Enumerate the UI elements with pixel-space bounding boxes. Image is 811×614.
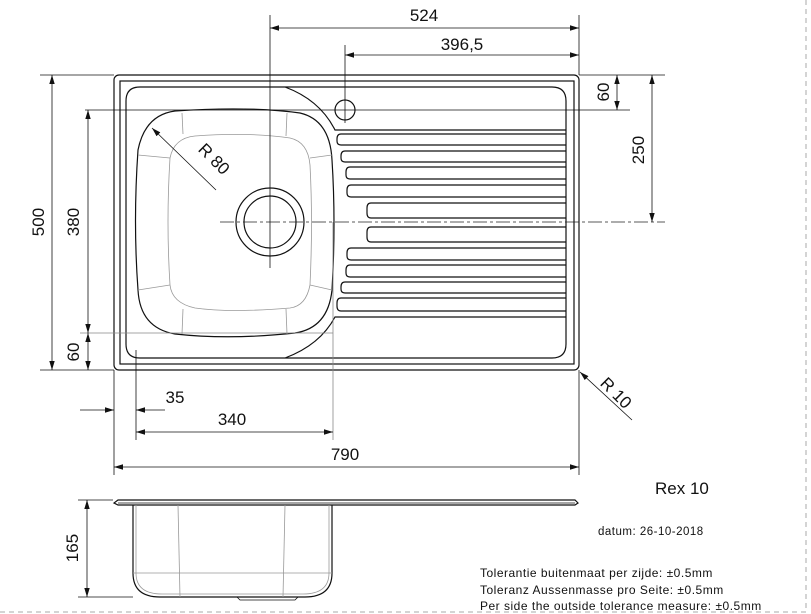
dim-380: 380: [64, 208, 83, 236]
dim-r80: R 80: [194, 140, 233, 179]
date-label: datum: 26-10-2018: [598, 526, 704, 538]
dim-524: 524: [410, 6, 438, 25]
dim-340: 340: [218, 410, 246, 429]
model-title: Rex 10: [655, 479, 709, 498]
bowl-inner: [167, 134, 312, 311]
dim-790: 790: [331, 445, 359, 464]
dim-396-5: 396,5: [441, 35, 484, 54]
dim-500: 500: [29, 208, 48, 236]
dim-60-right: 60: [594, 83, 613, 102]
sink-side-view: [112, 499, 579, 601]
extension-lines: [40, 15, 665, 598]
tolerance-de: Toleranz Aussenmasse pro Seite: ±0.5mm: [480, 583, 724, 597]
dim-250: 250: [629, 136, 648, 164]
dimension-lines: [49, 25, 655, 597]
drainboard-grooves: [336, 133, 566, 312]
dim-35: 35: [166, 388, 185, 407]
sink-top-view: [85, 15, 665, 371]
tolerance-nl: Tolerantie buitenmaat per zijde: ±0.5mm: [480, 566, 713, 580]
tolerance-en: Per side the outside tolerance measure: …: [480, 599, 762, 613]
dim-60-left: 60: [64, 343, 83, 362]
dim-165: 165: [63, 534, 82, 562]
